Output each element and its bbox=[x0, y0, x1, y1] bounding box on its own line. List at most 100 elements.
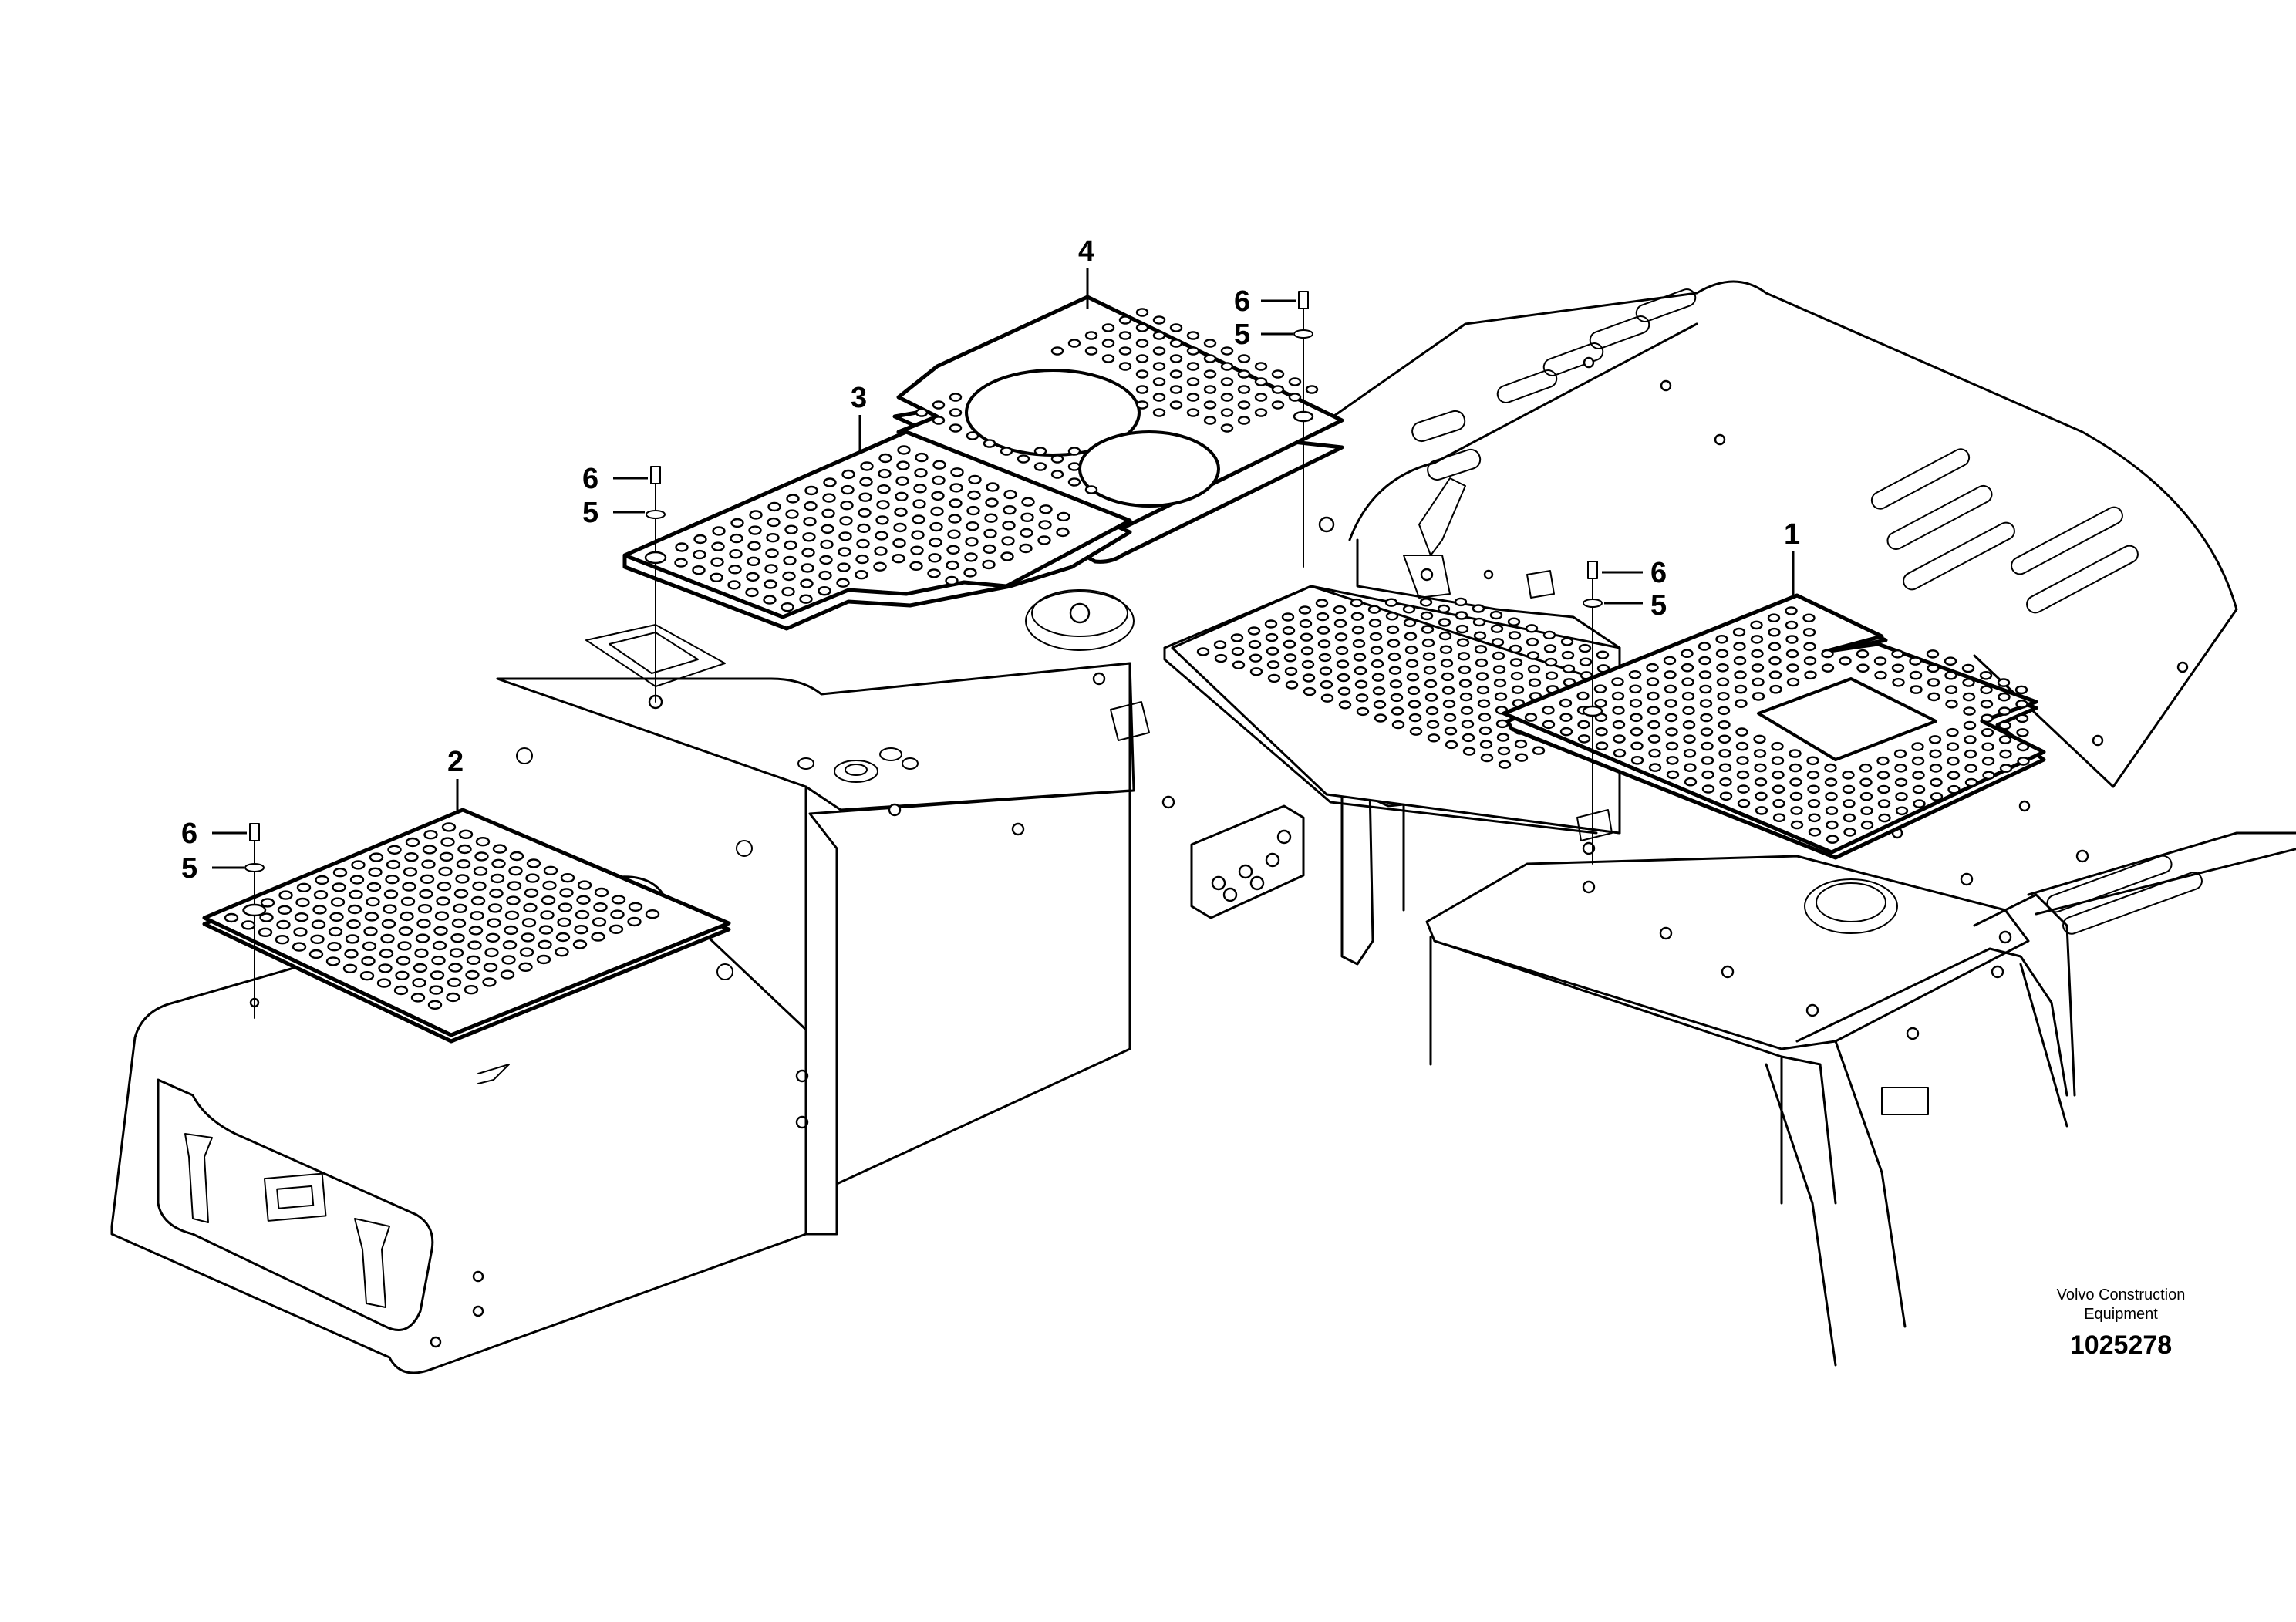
perforation-hole bbox=[1611, 691, 1625, 701]
perforation-hole bbox=[1458, 665, 1472, 675]
perforation-hole bbox=[1717, 692, 1730, 701]
perforation-hole bbox=[949, 393, 963, 402]
perforation-hole bbox=[1230, 633, 1244, 642]
perforation-hole bbox=[1456, 638, 1470, 647]
walkway-plate-holes bbox=[1196, 597, 1613, 769]
perforation-hole bbox=[1807, 784, 1820, 794]
perforation-hole bbox=[767, 517, 781, 528]
perforation-hole bbox=[1682, 706, 1695, 716]
perforation-hole bbox=[1542, 630, 1556, 640]
perforation-hole bbox=[764, 564, 778, 574]
perforation-hole bbox=[1203, 339, 1217, 348]
perforation-hole bbox=[984, 513, 998, 523]
perforation-hole bbox=[1427, 733, 1441, 743]
perforation-hole bbox=[1440, 659, 1454, 668]
perforation-hole bbox=[1752, 677, 1765, 687]
perforation-hole bbox=[1514, 739, 1528, 749]
perforation-hole bbox=[1785, 620, 1799, 630]
perforation-hole bbox=[949, 423, 963, 433]
perforation-hole bbox=[1963, 720, 1977, 730]
perforation-hole bbox=[1283, 639, 1296, 649]
perforation-hole bbox=[465, 969, 480, 980]
perforation-hole bbox=[1735, 727, 1748, 737]
perforation-hole bbox=[1000, 551, 1014, 561]
perforation-hole bbox=[781, 586, 795, 597]
perforation-hole bbox=[1152, 377, 1166, 386]
perforation-hole bbox=[1946, 727, 1959, 737]
perforation-hole bbox=[1315, 599, 1329, 608]
perforation-hole bbox=[1387, 652, 1401, 662]
perforation-hole bbox=[315, 875, 329, 885]
perforation-hole bbox=[366, 896, 380, 907]
perforation-hole bbox=[1630, 713, 1643, 723]
perforation-hole bbox=[1646, 663, 1659, 673]
perforation-hole bbox=[1666, 770, 1680, 780]
perforation-hole bbox=[1496, 733, 1510, 742]
perforation-hole bbox=[376, 978, 392, 988]
perforation-hole bbox=[380, 933, 395, 944]
perforation-hole bbox=[575, 909, 590, 920]
perforation-hole bbox=[1056, 527, 1070, 538]
perforation-hole bbox=[1135, 339, 1149, 348]
perforation-hole bbox=[1288, 377, 1302, 386]
perforation-hole bbox=[1266, 660, 1280, 669]
perforation-hole bbox=[1999, 764, 2013, 773]
perforation-hole bbox=[1981, 742, 1994, 752]
perforation-hole bbox=[1909, 656, 1922, 666]
perforation-hole bbox=[501, 955, 516, 965]
perforation-hole bbox=[1196, 647, 1210, 656]
perforation-hole bbox=[1718, 763, 1732, 773]
perforation-hole bbox=[1370, 646, 1384, 655]
perforation-hole bbox=[1767, 613, 1781, 623]
perforation-hole bbox=[1944, 685, 1958, 695]
perforation-hole bbox=[1524, 713, 1538, 722]
perforation-hole bbox=[1419, 598, 1433, 607]
perforation-hole bbox=[781, 602, 794, 612]
perforation-hole bbox=[932, 400, 946, 410]
perforation-hole bbox=[359, 970, 375, 981]
perforation-hole bbox=[1998, 692, 2011, 702]
perforation-hole bbox=[874, 546, 888, 556]
perforation-hole bbox=[1232, 660, 1246, 669]
perforation-hole bbox=[594, 887, 609, 898]
perforation-hole bbox=[438, 866, 453, 877]
perforation-hole bbox=[1839, 656, 1852, 666]
perforation-hole bbox=[932, 475, 946, 485]
perforation-hole bbox=[1771, 756, 1785, 766]
perforation-hole bbox=[502, 939, 518, 950]
perforation-hole bbox=[1389, 679, 1403, 689]
perforation-hole bbox=[1299, 619, 1313, 629]
perforation-hole bbox=[1317, 626, 1330, 635]
perforation-hole bbox=[1734, 684, 1748, 694]
perforation-hole bbox=[1718, 749, 1731, 758]
perforation-hole bbox=[1962, 692, 1976, 702]
perforation-hole bbox=[985, 497, 999, 508]
perforation-hole bbox=[821, 508, 835, 518]
perforation-hole bbox=[1683, 734, 1696, 744]
perforation-hole bbox=[1333, 605, 1347, 615]
perforation-hole bbox=[1559, 727, 1573, 737]
company-name-line2: Equipment bbox=[2084, 1306, 2158, 1323]
perforation-hole bbox=[1769, 684, 1782, 694]
perforation-hole bbox=[1700, 713, 1713, 723]
perforation-hole bbox=[1526, 637, 1539, 647]
perforation-hole bbox=[1350, 598, 1364, 608]
perforation-hole bbox=[349, 889, 363, 900]
perforation-hole bbox=[383, 904, 397, 914]
perforation-hole bbox=[1789, 749, 1802, 758]
perforation-hole bbox=[1388, 666, 1402, 675]
perforation-hole bbox=[1353, 653, 1367, 662]
perforation-hole bbox=[1067, 462, 1081, 471]
perforation-hole bbox=[840, 501, 854, 511]
perforation-hole bbox=[1768, 656, 1782, 666]
perforation-hole bbox=[799, 594, 813, 604]
perforation-hole bbox=[1699, 684, 1712, 694]
perforation-hole bbox=[1803, 642, 1816, 652]
perforation-hole bbox=[967, 490, 981, 501]
perforation-hole bbox=[1460, 706, 1474, 715]
perforation-hole bbox=[1254, 362, 1268, 371]
perforation-hole bbox=[1527, 664, 1541, 674]
perforation-hole bbox=[413, 963, 428, 973]
perforation-hole bbox=[1354, 666, 1367, 676]
perforation-hole bbox=[982, 559, 996, 570]
